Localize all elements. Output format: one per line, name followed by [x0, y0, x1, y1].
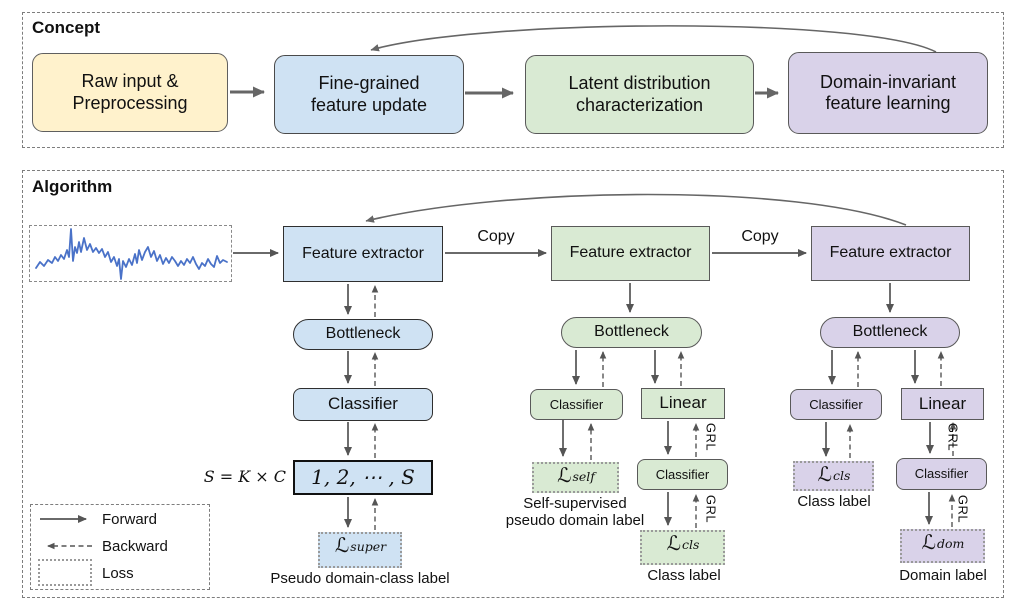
grl-label-target-classifier: GRL [955, 494, 971, 524]
concept-box-fine-grained: Fine-grained feature update [274, 55, 464, 134]
caption-self-supervised: Self-supervised pseudo domain label [505, 495, 645, 530]
pseudo-domain-class-set-box: 1, 2, ⋯ , S [293, 460, 433, 495]
linear-middle: Linear [641, 388, 725, 419]
caption-self-supervised-line1: Self-supervised [523, 495, 627, 512]
loss-self-subscript: self [572, 469, 595, 484]
feature-extractor-middle: Feature extractor [551, 226, 710, 281]
concept-box-domain-line2: feature learning [825, 93, 951, 113]
concept-box-raw-input-line2: Preprocessing [72, 92, 188, 113]
legend-box [30, 504, 210, 590]
concept-box-domain-line1: Domain-invariant [819, 71, 957, 92]
copy-label-1: Copy [477, 228, 515, 245]
grl-label-middle-classifier: GRL [703, 494, 719, 524]
bottleneck-middle: Bottleneck [561, 317, 702, 348]
s-formula: S = K × C [203, 467, 286, 486]
loss-cls-target-symbol: ℒ [817, 462, 832, 486]
algorithm-panel [22, 170, 1004, 598]
legend-loss-label: Loss [102, 565, 134, 582]
classifier-middle-self: Classifier [530, 389, 623, 420]
classifier-target-dom-label: Classifier [914, 466, 969, 482]
feature-extractor-target-label: Feature extractor [829, 244, 952, 262]
legend-forward-label: Forward [102, 511, 158, 528]
concept-title: Concept [32, 18, 100, 37]
legend-backward-label: Backward [102, 538, 168, 555]
loss-cls-target-subscript: cls [832, 468, 851, 483]
linear-middle-label: Linear [659, 393, 707, 413]
classifier-target-dom: Classifier [896, 458, 987, 490]
legend-loss-swatch [38, 559, 92, 586]
loss-cls-middle-symbol: ℒ [666, 531, 681, 555]
caption-class-label-target: Class label [797, 493, 871, 510]
concept-box-fine-grained-line1: Fine-grained [318, 73, 420, 94]
concept-box-latent-line1: Latent distribution [568, 73, 711, 94]
classifier-middle-cls-label: Classifier [655, 466, 710, 482]
bottleneck-target-label: Bottleneck [852, 323, 928, 341]
classifier-target-cls: Classifier [790, 389, 882, 420]
pseudo-domain-class-set-label: 1, 2, ⋯ , S [311, 464, 415, 489]
loss-super-subscript: super [350, 539, 387, 554]
concept-box-latent-distribution: Latent distribution characterization [525, 55, 754, 134]
input-signal-box [29, 225, 232, 282]
linear-target: Linear [901, 388, 984, 420]
loss-dom-subscript: dom [937, 536, 965, 551]
algorithm-title: Algorithm [32, 177, 113, 196]
classifier-middle-cls: Classifier [637, 459, 728, 490]
bottleneck-source: Bottleneck [293, 319, 433, 350]
concept-panel [22, 12, 1004, 148]
feature-extractor-source: Feature extractor [283, 226, 443, 282]
loss-self-symbol: ℒ [557, 463, 572, 487]
classifier-source-label: Classifier [328, 394, 398, 414]
caption-domain-label: Domain label [899, 567, 987, 584]
classifier-target-cls-label: Classifier [809, 396, 863, 412]
grl-label-target-linear: GRL [945, 422, 961, 452]
caption-class-label-middle: Class label [647, 567, 721, 584]
feature-extractor-middle-label: Feature extractor [569, 244, 692, 262]
caption-self-supervised-line2: pseudo domain label [505, 511, 645, 529]
loss-cls-middle-subscript: cls [681, 537, 700, 552]
classifier-middle-self-label: Classifier [549, 396, 604, 412]
bottleneck-target: Bottleneck [820, 317, 960, 348]
bottleneck-source-label: Bottleneck [325, 325, 401, 343]
caption-pseudo-domain-class-label: Pseudo domain-class label [270, 570, 450, 587]
loss-super-symbol: ℒ [334, 533, 350, 557]
concept-box-raw-input-line1: Raw input & [81, 71, 179, 92]
concept-box-fine-grained-line2: feature update [310, 94, 428, 115]
concept-box-domain-invariant: Domain-invariant feature learning [788, 52, 988, 134]
classifier-source: Classifier [293, 388, 433, 421]
concept-box-latent-line2: characterization [575, 94, 704, 115]
concept-box-raw-input: Raw input & Preprocessing [32, 53, 228, 132]
bottleneck-middle-label: Bottleneck [594, 323, 669, 341]
loss-dom-symbol: ℒ [921, 530, 936, 554]
copy-label-2: Copy [741, 228, 779, 245]
grl-label-middle-linear: GRL [703, 422, 719, 452]
feature-extractor-source-label: Feature extractor [302, 244, 424, 262]
feature-extractor-target: Feature extractor [811, 226, 970, 281]
linear-target-label: Linear [918, 393, 967, 413]
